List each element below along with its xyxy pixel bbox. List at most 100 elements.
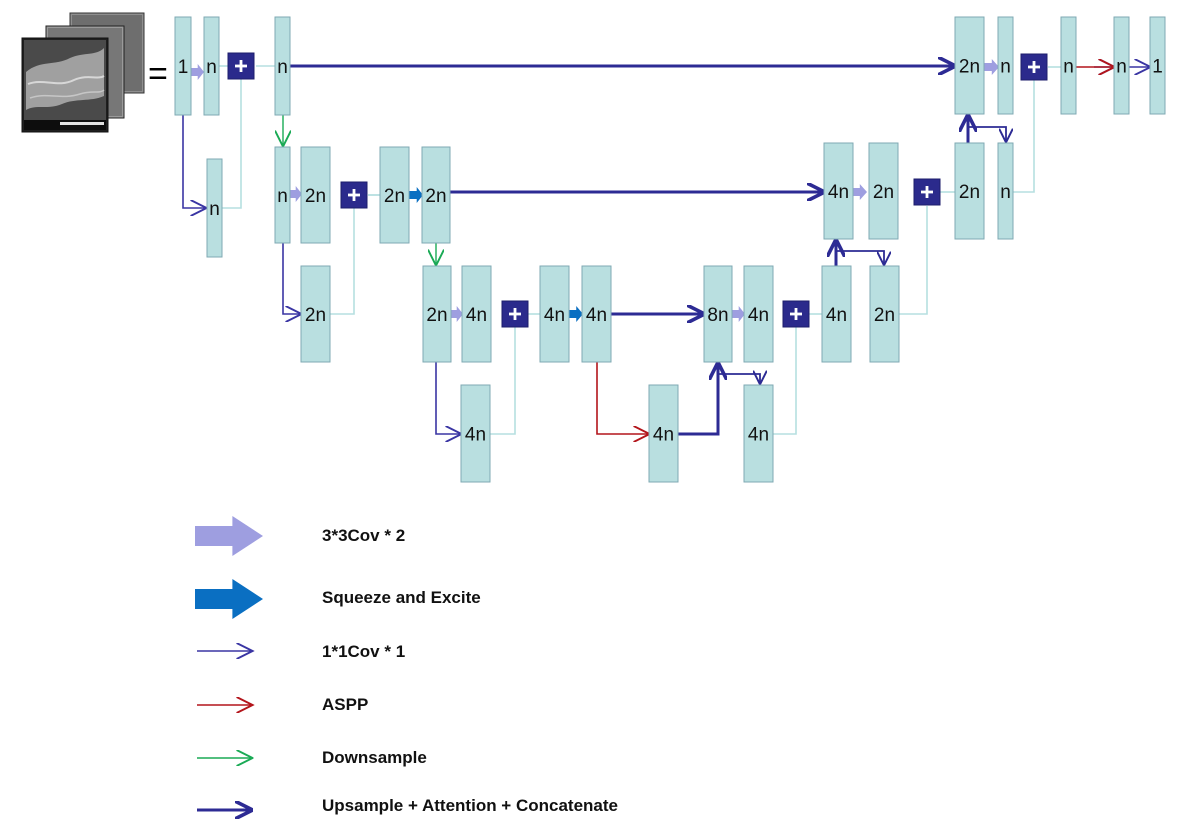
feature-block-b-4n3r bbox=[581, 265, 612, 363]
conv3x3-arrow bbox=[449, 306, 463, 322]
squeeze-excite-arrow bbox=[568, 306, 583, 322]
input-image-stack bbox=[21, 12, 145, 133]
conv1x1-arrow bbox=[182, 115, 205, 208]
legend-label-upsample: Upsample + Attention + Concatenate bbox=[322, 796, 618, 815]
block-label-b-4n3: 4n bbox=[466, 305, 487, 326]
legend-label-conv3x3: 3*3Cov * 2 bbox=[322, 526, 405, 545]
feature-block-b-d2-ns bbox=[997, 142, 1014, 240]
add-node bbox=[1020, 53, 1048, 81]
feature-block-b-d2-2nr bbox=[954, 142, 985, 240]
conv3x3-arrow-icon bbox=[195, 516, 263, 556]
block-label-b-d1-nr: n bbox=[1063, 57, 1074, 78]
feature-block-b-d3-4n bbox=[743, 265, 774, 363]
block-label-b-n2: n bbox=[277, 186, 288, 207]
block-label-b-2n2r: 2n bbox=[425, 186, 446, 207]
attention-arrow bbox=[836, 250, 884, 264]
feature-block-b-4n3s bbox=[460, 384, 491, 483]
legend-label-squeeze-excite: Squeeze and Excite bbox=[322, 588, 481, 607]
feature-block-b-d2-2n bbox=[868, 142, 899, 240]
feature-block-b-d1-2n bbox=[954, 16, 985, 115]
feature-block-b-d1-n bbox=[997, 16, 1014, 115]
feature-block-b-2n2 bbox=[300, 146, 331, 244]
block-label-b-d2-2nr: 2n bbox=[959, 182, 980, 203]
feature-block-b-2n2s bbox=[300, 265, 331, 363]
block-label-b-4n3b: 4n bbox=[544, 305, 565, 326]
feature-block-b-d1-nr bbox=[1060, 16, 1077, 115]
squeeze-excite-arrow bbox=[409, 187, 423, 203]
legend-label-conv1x1: 1*1Cov * 1 bbox=[322, 642, 405, 661]
feature-block-b-n1 bbox=[203, 16, 220, 116]
feature-block-b-n1r bbox=[274, 16, 291, 116]
add-node bbox=[913, 178, 941, 206]
feature-block-b-d3-4ns bbox=[743, 384, 774, 483]
feature-block-b-4n3 bbox=[461, 265, 492, 363]
block-label-b-2n2: 2n bbox=[305, 186, 326, 207]
feature-block-b-2n3 bbox=[422, 265, 452, 363]
connector-line bbox=[773, 327, 797, 435]
add-node bbox=[782, 300, 810, 328]
conv1x1-arrow bbox=[282, 243, 300, 314]
block-label-b-d1-n2: n bbox=[1116, 57, 1127, 78]
feature-block-b-d3-2n bbox=[869, 265, 900, 363]
add-node bbox=[340, 181, 368, 209]
attention-arrow bbox=[968, 126, 1006, 141]
equals-sign: = bbox=[148, 55, 168, 93]
block-label-b-n1: n bbox=[206, 57, 217, 78]
connector-line bbox=[221, 79, 242, 209]
conv3x3-arrow bbox=[288, 186, 302, 202]
conv1x1-arrow bbox=[435, 362, 460, 434]
block-label-b-aspp: 4n bbox=[653, 425, 674, 446]
block-label-b-d1-2n: 2n bbox=[959, 57, 980, 78]
block-label-b-d3-2n: 2n bbox=[874, 305, 895, 326]
block-label-b-4n3r: 4n bbox=[586, 305, 607, 326]
attention-arrow bbox=[718, 374, 760, 383]
add-nodes bbox=[227, 52, 1048, 328]
block-label-b-n1r: n bbox=[277, 57, 288, 78]
add-node bbox=[501, 300, 529, 328]
block-label-b-8n: 8n bbox=[707, 305, 728, 326]
conv3x3-arrow bbox=[731, 306, 745, 322]
feature-block-b-d1-n2 bbox=[1113, 16, 1130, 115]
feature-block-b-n1s bbox=[206, 158, 223, 258]
legend-icons bbox=[195, 516, 263, 810]
feature-block-b-d3-4nr bbox=[821, 265, 852, 363]
feature-block-b-8n bbox=[703, 265, 733, 363]
legend-label-downsample: Downsample bbox=[322, 748, 427, 767]
feature-block-b-2n2r bbox=[421, 146, 451, 244]
feature-block-b-n2 bbox=[274, 146, 291, 244]
block-label-b-d2-4n: 4n bbox=[828, 182, 849, 203]
block-label-b-2n2s: 2n bbox=[305, 305, 326, 326]
aspp-arrow bbox=[596, 362, 648, 434]
feature-block-b-4n3b bbox=[539, 265, 570, 363]
upsample-arrow bbox=[678, 364, 718, 436]
legend-label-aspp: ASPP bbox=[322, 695, 368, 714]
connector-line bbox=[899, 206, 928, 315]
conv3x3-arrow bbox=[983, 59, 999, 75]
skip-connector-lines bbox=[219, 65, 1061, 435]
flow-arrows bbox=[182, 59, 1149, 436]
block-label-b-d1-n: n bbox=[1000, 57, 1011, 78]
feature-block-b-out bbox=[1149, 16, 1166, 115]
connector-line bbox=[490, 327, 516, 435]
feature-block-b-in bbox=[174, 16, 192, 116]
block-label-b-d3-4ns: 4n bbox=[748, 425, 769, 446]
feature-block-b-aspp bbox=[648, 384, 679, 483]
block-label-b-d2-ns: n bbox=[1000, 182, 1011, 203]
connector-line bbox=[1013, 80, 1035, 193]
connector-line bbox=[330, 207, 355, 315]
block-label-b-d3-4n: 4n bbox=[748, 305, 769, 326]
block-label-b-n1s: n bbox=[209, 199, 220, 220]
block-label-b-in: 1 bbox=[178, 57, 189, 78]
feature-block-b-2n2b bbox=[379, 146, 410, 244]
add-node bbox=[227, 52, 255, 80]
block-label-b-out: 1 bbox=[1152, 57, 1163, 78]
conv3x3-arrow bbox=[851, 184, 867, 200]
block-label-b-4n3s: 4n bbox=[465, 425, 486, 446]
block-label-b-2n3: 2n bbox=[426, 305, 447, 326]
block-label-b-d3-4nr: 4n bbox=[826, 305, 847, 326]
feature-block-b-d2-4n bbox=[823, 142, 854, 240]
conv3x3-arrow bbox=[190, 64, 204, 80]
block-label-b-2n2b: 2n bbox=[384, 186, 405, 207]
block-label-b-d2-2n: 2n bbox=[873, 182, 894, 203]
